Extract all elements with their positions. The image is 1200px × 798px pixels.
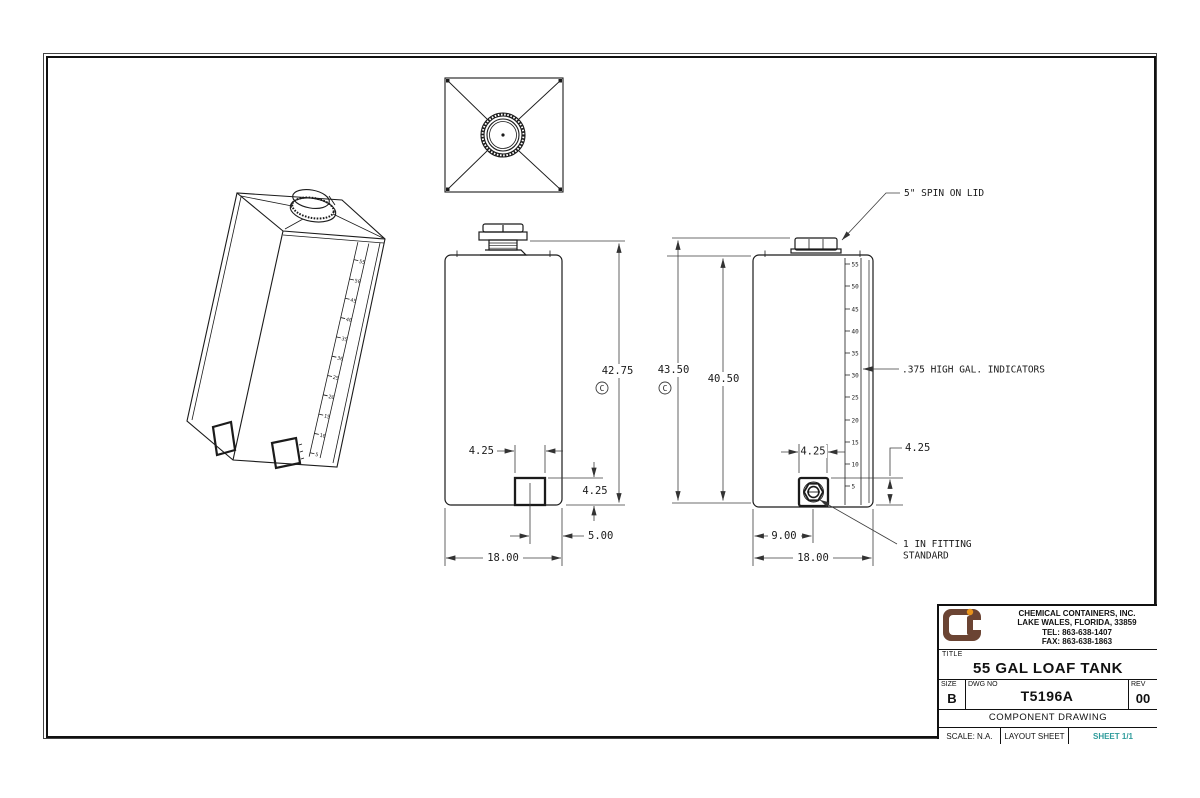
dimension-texts: 42.75 C 43.50 C 40.50 4.25 4.25 5.00 18.…	[469, 363, 930, 565]
size-dwg-rev-row: SIZE B DWG NO T5196A REV 00	[939, 680, 1157, 710]
dwg-no-value: T5196A	[1020, 688, 1074, 704]
title-label: TITLE	[942, 651, 963, 658]
gauge-label: 55	[852, 262, 860, 269]
size-value: B	[947, 691, 957, 706]
note-fitting-1: 1 IN FITTING	[903, 539, 972, 550]
iso-gauge-label: 10	[319, 433, 326, 440]
company-address: LAKE WALES, FLORIDA, 33859	[1017, 618, 1137, 627]
size-cell: SIZE B	[939, 680, 966, 709]
gauge-label: 50	[852, 284, 860, 291]
drawing-title: 55 GAL LOAF TANK	[973, 660, 1123, 677]
annotation-texts: 5" SPIN ON LID .375 HIGH GAL. INDICATORS…	[902, 188, 1045, 562]
sheet-outer-border	[43, 53, 1157, 739]
title-block-header: CHEMICAL CONTAINERS, INC. LAKE WALES, FL…	[939, 606, 1157, 650]
iso-gauge-label: 50	[354, 278, 361, 285]
gauge-label: 15	[852, 440, 860, 447]
centerline-symbol: C	[600, 384, 605, 393]
cci-logo-icon	[943, 608, 981, 641]
scale-row: SCALE: N.A. LAYOUT SHEET SHEET 1/1	[939, 728, 1157, 744]
iso-gauge-label: 35	[341, 336, 348, 343]
dimension-lines	[444, 237, 903, 566]
dim-front-sump-offset: 5.00	[588, 530, 613, 542]
company-name: CHEMICAL CONTAINERS, INC.	[1018, 608, 1136, 618]
iso-gallon-gauge: 55 50 45 40 35 30 25 20 15 10 5	[308, 242, 370, 459]
dim-side-height-overall: 43.50	[658, 364, 690, 376]
dim-front-width: 18.00	[487, 552, 519, 564]
dim-side-sump-center: 9.00	[771, 530, 796, 542]
sheet-border	[46, 56, 1156, 738]
doc-type-row: COMPONENT DRAWING	[939, 710, 1157, 728]
isometric-view: 55 50 45 40 35 30 25 20 15 10 5	[186, 189, 386, 470]
title-row: TITLE 55 GAL LOAF TANK	[939, 650, 1157, 680]
note-fitting-2: STANDARD	[903, 551, 949, 562]
leader-lines	[819, 192, 900, 545]
gauge-label: 20	[852, 418, 860, 425]
iso-gauge-label: 45	[350, 298, 357, 305]
gauge-label: 5	[852, 484, 856, 491]
dim-side-width: 18.00	[797, 552, 829, 564]
title-block: CHEMICAL CONTAINERS, INC. LAKE WALES, FL…	[937, 604, 1157, 744]
note-gal-indicators: .375 HIGH GAL. INDICATORS	[902, 365, 1045, 376]
dim-front-height: 42.75	[602, 365, 634, 377]
gauge-label: 30	[852, 373, 860, 380]
doc-type: COMPONENT DRAWING	[988, 712, 1108, 723]
dwg-no-cell: DWG NO T5196A	[966, 680, 1129, 709]
front-view	[444, 223, 563, 507]
top-view	[444, 77, 564, 193]
iso-gauge-label: 40	[345, 317, 352, 324]
gauge-label: 10	[852, 462, 860, 469]
sheet-number-cell: SHEET 1/1	[1092, 731, 1133, 741]
iso-gauge-label: 20	[328, 394, 335, 401]
iso-gauge-label: 55	[358, 259, 365, 266]
iso-gauge-label: 15	[323, 413, 330, 420]
rev-cell: REV 00	[1129, 680, 1157, 709]
dim-side-sump-width: 4.25	[800, 446, 825, 458]
layout-sheet-cell: LAYOUT SHEET	[1001, 728, 1069, 744]
dim-front-sump-height: 4.25	[582, 485, 607, 497]
centerline-symbol: C	[663, 384, 668, 393]
company-fax: FAX: 863-638-1863	[1041, 637, 1113, 646]
gauge-label: 35	[852, 351, 860, 358]
scale-cell: SCALE: N.A.	[939, 728, 1001, 744]
dim-side-sump-height: 4.25	[905, 442, 930, 454]
side-view: 55 50 45 40 35 30 25 20 15 10 5	[752, 237, 874, 508]
dim-front-sump-width: 4.25	[469, 445, 494, 457]
dim-side-height-body: 40.50	[708, 373, 740, 385]
note-spin-on-lid: 5" SPIN ON LID	[904, 188, 984, 199]
dwg-no-label: DWG NO	[968, 681, 998, 688]
side-gallon-gauge: 55 50 45 40 35 30 25 20 15 10 5	[845, 262, 859, 491]
company-tel: TEL: 863-638-1407	[1042, 627, 1112, 637]
rev-value: 00	[1135, 691, 1151, 706]
company-info: CHEMICAL CONTAINERS, INC. LAKE WALES, FL…	[997, 609, 1157, 647]
gauge-label: 25	[852, 395, 860, 402]
iso-gauge-label: 5	[315, 452, 319, 459]
iso-gauge-label: 30	[336, 355, 343, 362]
gauge-label: 40	[852, 329, 860, 336]
rev-label: REV	[1131, 681, 1146, 688]
gauge-label: 45	[852, 307, 860, 314]
size-label: SIZE	[941, 681, 957, 688]
iso-gauge-label: 25	[332, 375, 339, 382]
